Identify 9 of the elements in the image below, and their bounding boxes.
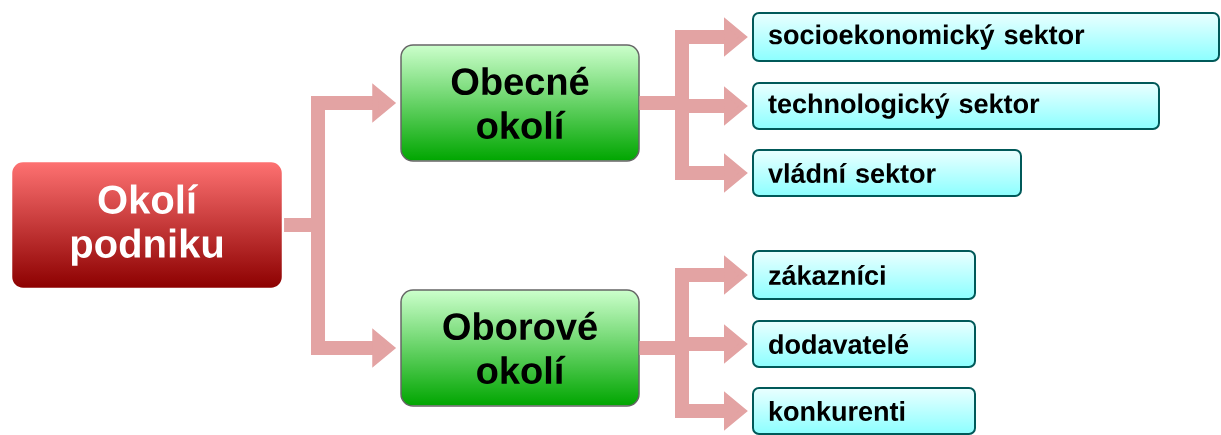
root-box: Okolí podniku <box>9 159 285 291</box>
sector-box: socioekonomický sektor <box>752 12 1220 62</box>
sector-box: vládní sektor <box>752 149 1022 197</box>
sector-box: konkurenti <box>752 387 976 435</box>
category-box: Oborové okolí <box>400 289 640 407</box>
sector-box: dodavatelé <box>752 320 976 368</box>
sector-box: technologický sektor <box>752 82 1160 130</box>
sector-box: zákazníci <box>752 250 976 300</box>
category-box: Obecné okolí <box>400 44 640 162</box>
